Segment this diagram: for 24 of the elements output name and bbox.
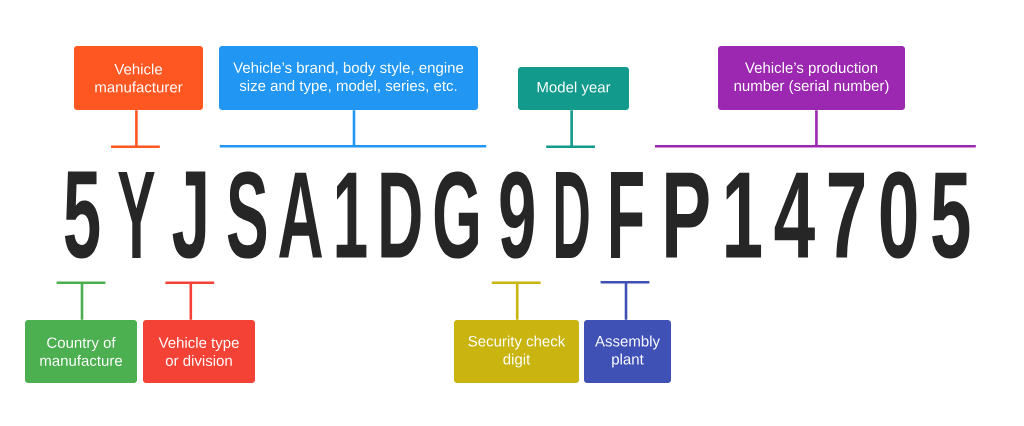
bracket-line [544,108,597,149]
callout-box: Assembly plant [584,320,671,383]
bracket-line [55,281,107,322]
bracket-line [653,108,978,148]
callout-box: Vehicle’s brand, body style, engine size and type, model, series, etc. [219,46,478,110]
callout-box: Vehicle’s production number (serial number) [718,46,905,110]
vin-characters: J [172,171,206,259]
vin-characters: SA1DG [227,171,478,259]
vin-characters: D [555,172,589,258]
bracket-line [599,280,651,322]
callout-box: Country of manufacture [25,320,137,383]
callout-box: Vehicle type or division [143,320,255,383]
callout-box: Model year [518,67,629,110]
vin-characters: P14705 [666,171,970,259]
bracket-line [490,281,542,322]
callout-box: Vehicle manufacturer [74,46,203,110]
vin-characters: F [611,172,643,258]
vin-characters: 5 [64,171,100,259]
bracket-line [218,108,488,148]
vin-characters: 9 [500,171,534,259]
vin-characters: Y [118,172,155,258]
callout-box: Security check digit [454,320,579,383]
bracket-line [164,281,216,322]
bracket-line [109,108,162,149]
